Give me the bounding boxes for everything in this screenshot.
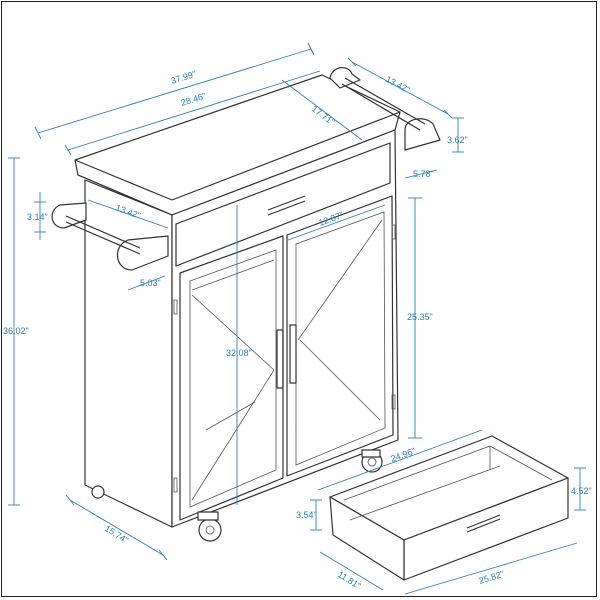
left-bar-bracket-back <box>51 202 87 229</box>
hinge-icon <box>391 224 396 240</box>
left-towel-bar <box>51 202 169 271</box>
right-door-handle <box>289 324 297 384</box>
left-bar-bracket-front <box>117 235 169 271</box>
left-door <box>179 235 284 521</box>
right-bar-rod <box>344 77 426 125</box>
left-door-handle <box>276 329 284 389</box>
dim-overall-width: 37.99" <box>170 69 198 86</box>
cart-body <box>74 74 401 528</box>
countertop-front-edge <box>74 159 173 201</box>
dim-door-height: 32.08" <box>226 348 252 358</box>
interior-shelf <box>191 259 275 291</box>
caster-back-left <box>91 485 105 499</box>
left-door-diagonal <box>191 369 275 501</box>
dim-right-bar-span: 13.42" <box>384 74 411 95</box>
hinge-icon <box>173 477 178 493</box>
dim-bar-height: 3.62" <box>447 135 468 145</box>
dim-drawer-height: 4.52" <box>571 486 592 496</box>
dim-base-depth: 15.74" <box>103 523 130 545</box>
right-bar-rod-lower <box>341 83 421 131</box>
dim-drawer-inner-height: 3.54" <box>296 510 317 520</box>
left-door-crossbar <box>191 294 275 371</box>
left-door-lower-brace <box>205 401 256 431</box>
drawer-handle-lower <box>466 518 501 533</box>
dim-overall-height: 36.02" <box>3 326 29 336</box>
left-bar-rod <box>65 215 141 249</box>
right-door-diagonal-bottom <box>299 339 381 421</box>
drawer-inner-bottom <box>349 465 501 521</box>
caster-front-left <box>198 518 222 542</box>
caster-front-right-hub <box>367 457 377 467</box>
dim-cabinet-height: 25.35" <box>407 312 433 322</box>
drawer-left-face <box>329 496 405 581</box>
right-door <box>286 195 394 477</box>
left-bar-rod-lower <box>65 221 141 255</box>
dim-drawer-width: 24.96" <box>389 446 417 464</box>
right-door-diagonal-top <box>297 219 383 341</box>
caster-front-left-hub <box>205 525 215 535</box>
right-door-panel <box>295 211 386 466</box>
top-drawer-handle <box>267 195 306 211</box>
caster-front-left-mount <box>197 511 219 521</box>
dim-left-gap: 3.14" <box>27 212 48 222</box>
left-side-panel <box>84 179 173 528</box>
caster-front-right-mount <box>361 449 381 458</box>
right-bar-bracket-front <box>404 118 441 151</box>
dimension-lines <box>8 42 586 595</box>
dim-bar-offset: 5.78" <box>413 169 434 179</box>
dim-left-bar-depth: 5.03" <box>140 278 161 288</box>
dim-drawer-depth: 11.81" <box>336 569 363 591</box>
casters <box>91 449 383 542</box>
separate-drawer <box>329 435 569 581</box>
right-towel-bar <box>329 67 441 151</box>
countertop-right-edge <box>171 111 401 201</box>
dim-top-width: 28.46" <box>180 91 208 108</box>
hinge-icon <box>173 299 178 315</box>
left-door-panel <box>189 249 277 508</box>
drawer-handle <box>466 514 501 529</box>
hinge-icon <box>391 394 396 410</box>
top-drawer-handle-lower <box>267 200 306 216</box>
